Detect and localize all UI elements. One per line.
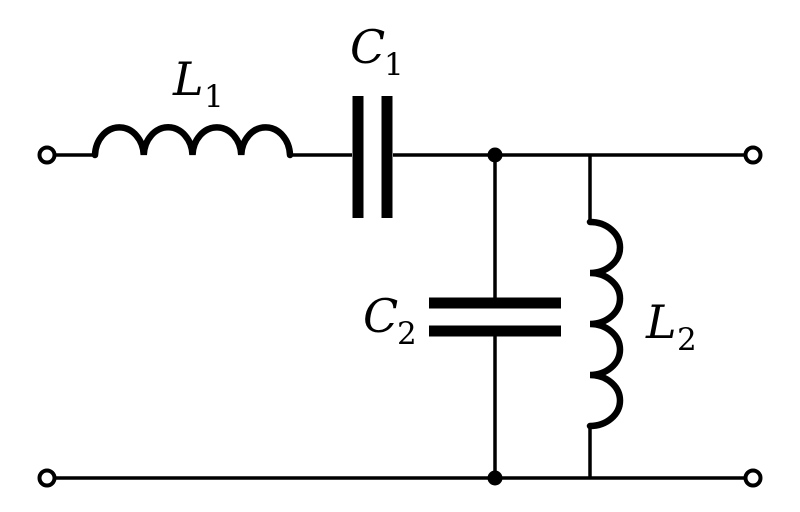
label-L1-subscript: 1 bbox=[204, 79, 224, 115]
terminal-top-left bbox=[37, 145, 57, 165]
capacitor-C1 bbox=[352, 96, 393, 218]
label-C1: C 1 bbox=[350, 20, 404, 83]
label-C1-subscript: 1 bbox=[384, 47, 404, 83]
capacitor-C2 bbox=[429, 297, 561, 337]
label-C2-letter: C bbox=[363, 289, 398, 343]
inductor-L2 bbox=[586, 218, 624, 430]
junction-dot-top-node bbox=[487, 147, 503, 163]
label-C1-letter: C bbox=[350, 20, 385, 74]
label-L1: L 1 bbox=[172, 52, 224, 115]
label-L2: L 2 bbox=[645, 295, 697, 358]
label-L1-letter: L bbox=[172, 52, 204, 106]
wires bbox=[55, 153, 745, 480]
terminal-top-right bbox=[743, 145, 763, 165]
label-C2-subscript: 2 bbox=[397, 316, 417, 352]
label-L2-subscript: 2 bbox=[677, 322, 697, 358]
terminal-bottom-right bbox=[743, 468, 763, 488]
label-C2: C 2 bbox=[363, 289, 417, 352]
inductor-L1 bbox=[91, 124, 294, 159]
junction-dot-bottom-node bbox=[487, 470, 503, 486]
terminal-bottom-left bbox=[37, 468, 57, 488]
label-L2-letter: L bbox=[645, 295, 677, 349]
